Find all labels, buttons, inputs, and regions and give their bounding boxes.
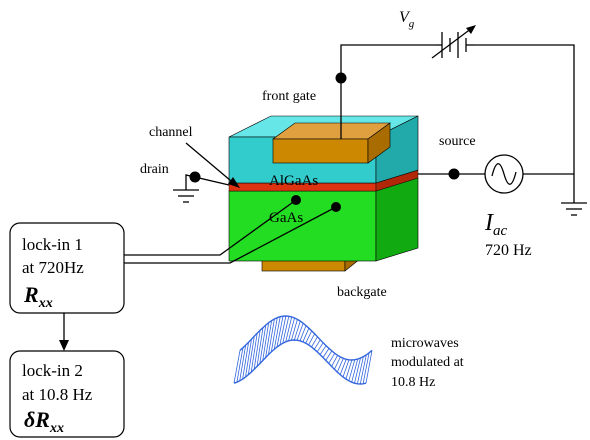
wave-hatch bbox=[328, 353, 336, 364]
variable-battery-icon bbox=[431, 27, 474, 59]
wave-hatch bbox=[282, 316, 290, 344]
backgate-label: backgate bbox=[337, 285, 387, 300]
iac-label: Iac bbox=[484, 210, 508, 239]
microwaves-line2: modulated at bbox=[391, 355, 464, 370]
lockin1-box bbox=[9, 222, 125, 314]
algaas-label: AlGaAs bbox=[269, 173, 318, 189]
ac-source-icon bbox=[484, 154, 524, 194]
wave-hatch bbox=[357, 356, 364, 384]
wave-hatch bbox=[293, 320, 301, 341]
wave-hatch bbox=[236, 347, 244, 383]
microwave-wave-icon bbox=[233, 315, 373, 385]
lockin1-quantity: Rxx bbox=[23, 282, 53, 311]
wave-edge bbox=[239, 315, 373, 361]
wave-hatch bbox=[345, 359, 353, 380]
wave-hatch bbox=[259, 325, 267, 364]
wave-hatch bbox=[305, 330, 313, 344]
wave-hatch bbox=[319, 345, 327, 355]
wave-hatch bbox=[322, 348, 330, 358]
wave-hatch bbox=[308, 333, 315, 346]
wave-hatch bbox=[233, 350, 241, 384]
drain-label: drain bbox=[140, 162, 169, 177]
wave-hatch bbox=[250, 333, 258, 373]
iac-frequency: 720 Hz bbox=[485, 242, 532, 259]
wave-hatch bbox=[273, 316, 281, 350]
wave-hatch bbox=[339, 359, 347, 375]
wave-hatch bbox=[276, 316, 284, 348]
wave-hatch bbox=[296, 323, 304, 341]
wave-hatch bbox=[334, 356, 341, 370]
wave-hatch bbox=[362, 352, 370, 384]
wave-hatch bbox=[265, 320, 272, 358]
gaas-label: GaAs bbox=[269, 210, 303, 226]
microwaves-line1: microwaves bbox=[391, 336, 459, 351]
probe-contact-1 bbox=[291, 195, 301, 205]
wave-hatch bbox=[354, 357, 361, 384]
microwaves-line3: 10.8 Hz bbox=[391, 375, 435, 390]
lockin2-frequency: at 10.8 Hz bbox=[22, 385, 93, 404]
lockin1-frequency: at 720Hz bbox=[22, 258, 84, 277]
wave-hatch bbox=[348, 359, 356, 381]
lockin2-box bbox=[9, 350, 125, 438]
drain-contact bbox=[189, 171, 201, 183]
gaas-layer bbox=[228, 177, 419, 262]
wave-hatch bbox=[285, 316, 293, 342]
wave-hatch bbox=[239, 345, 247, 381]
front-gate-label: front gate bbox=[262, 89, 316, 104]
wave-hatch bbox=[268, 318, 275, 355]
arrow-head bbox=[59, 340, 69, 351]
wave-hatch bbox=[351, 358, 359, 383]
wave-hatch bbox=[291, 319, 298, 341]
lockin2-title: lock-in 2 bbox=[22, 361, 83, 380]
wave-hatch bbox=[253, 330, 261, 370]
wave-hatch bbox=[342, 359, 350, 378]
wave-hatch bbox=[299, 325, 307, 341]
wave-edge bbox=[233, 339, 367, 385]
channel-arrow-head bbox=[228, 177, 240, 188]
wave-hatch bbox=[313, 339, 321, 350]
wave-hatch bbox=[288, 317, 295, 341]
right-ground-icon bbox=[561, 202, 587, 216]
wave-hatch bbox=[316, 342, 324, 353]
source-label: source bbox=[439, 134, 476, 149]
wave-hatch bbox=[245, 339, 252, 378]
vg-label: Vg bbox=[399, 9, 415, 30]
front-gate-electrode bbox=[272, 122, 391, 164]
wave-hatch bbox=[359, 354, 367, 385]
lockin2-quantity: δRxx bbox=[24, 407, 64, 436]
probe-contact-2 bbox=[331, 202, 341, 212]
drain-ground-icon bbox=[173, 189, 199, 203]
wires bbox=[63, 44, 575, 343]
wave-hatch bbox=[279, 315, 287, 346]
wave-hatch bbox=[325, 350, 333, 361]
lockin1-title: lock-in 1 bbox=[22, 235, 83, 254]
wave-hatch bbox=[262, 322, 270, 361]
wave-hatch bbox=[242, 342, 249, 380]
wave-hatch bbox=[311, 336, 318, 348]
channel-label: channel bbox=[149, 125, 193, 140]
battery-arrow-head bbox=[466, 25, 476, 34]
wave-hatch bbox=[247, 336, 255, 375]
source-contact bbox=[448, 168, 460, 180]
wave-hatch bbox=[270, 317, 278, 352]
wave-hatch bbox=[365, 350, 373, 384]
wave-hatch bbox=[302, 328, 310, 342]
wave-hatch bbox=[336, 358, 344, 373]
wave-hatch bbox=[331, 355, 338, 367]
wave-hatch bbox=[256, 327, 264, 367]
front-gate-contact bbox=[335, 72, 347, 84]
